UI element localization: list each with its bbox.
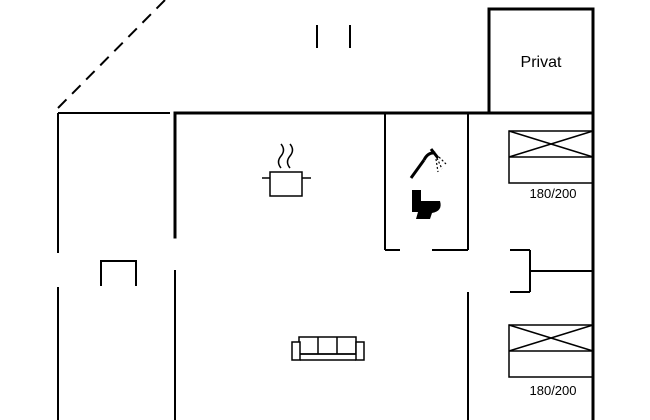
stairs-icon bbox=[100, 260, 137, 286]
bed-icon bbox=[508, 324, 594, 378]
bed-icon bbox=[508, 130, 594, 184]
room-label-private: Privat bbox=[521, 54, 562, 71]
thin-walls bbox=[57, 112, 593, 420]
sofa-icon bbox=[291, 336, 365, 361]
bed-size-label: 180/200 bbox=[530, 383, 577, 398]
stove-pot-icon bbox=[262, 143, 311, 197]
window-marks bbox=[316, 25, 351, 48]
shower-icon bbox=[409, 148, 447, 179]
terrace-outline bbox=[57, 0, 166, 109]
bed-size-label: 180/200 bbox=[530, 186, 577, 201]
toilet-icon bbox=[412, 190, 441, 219]
